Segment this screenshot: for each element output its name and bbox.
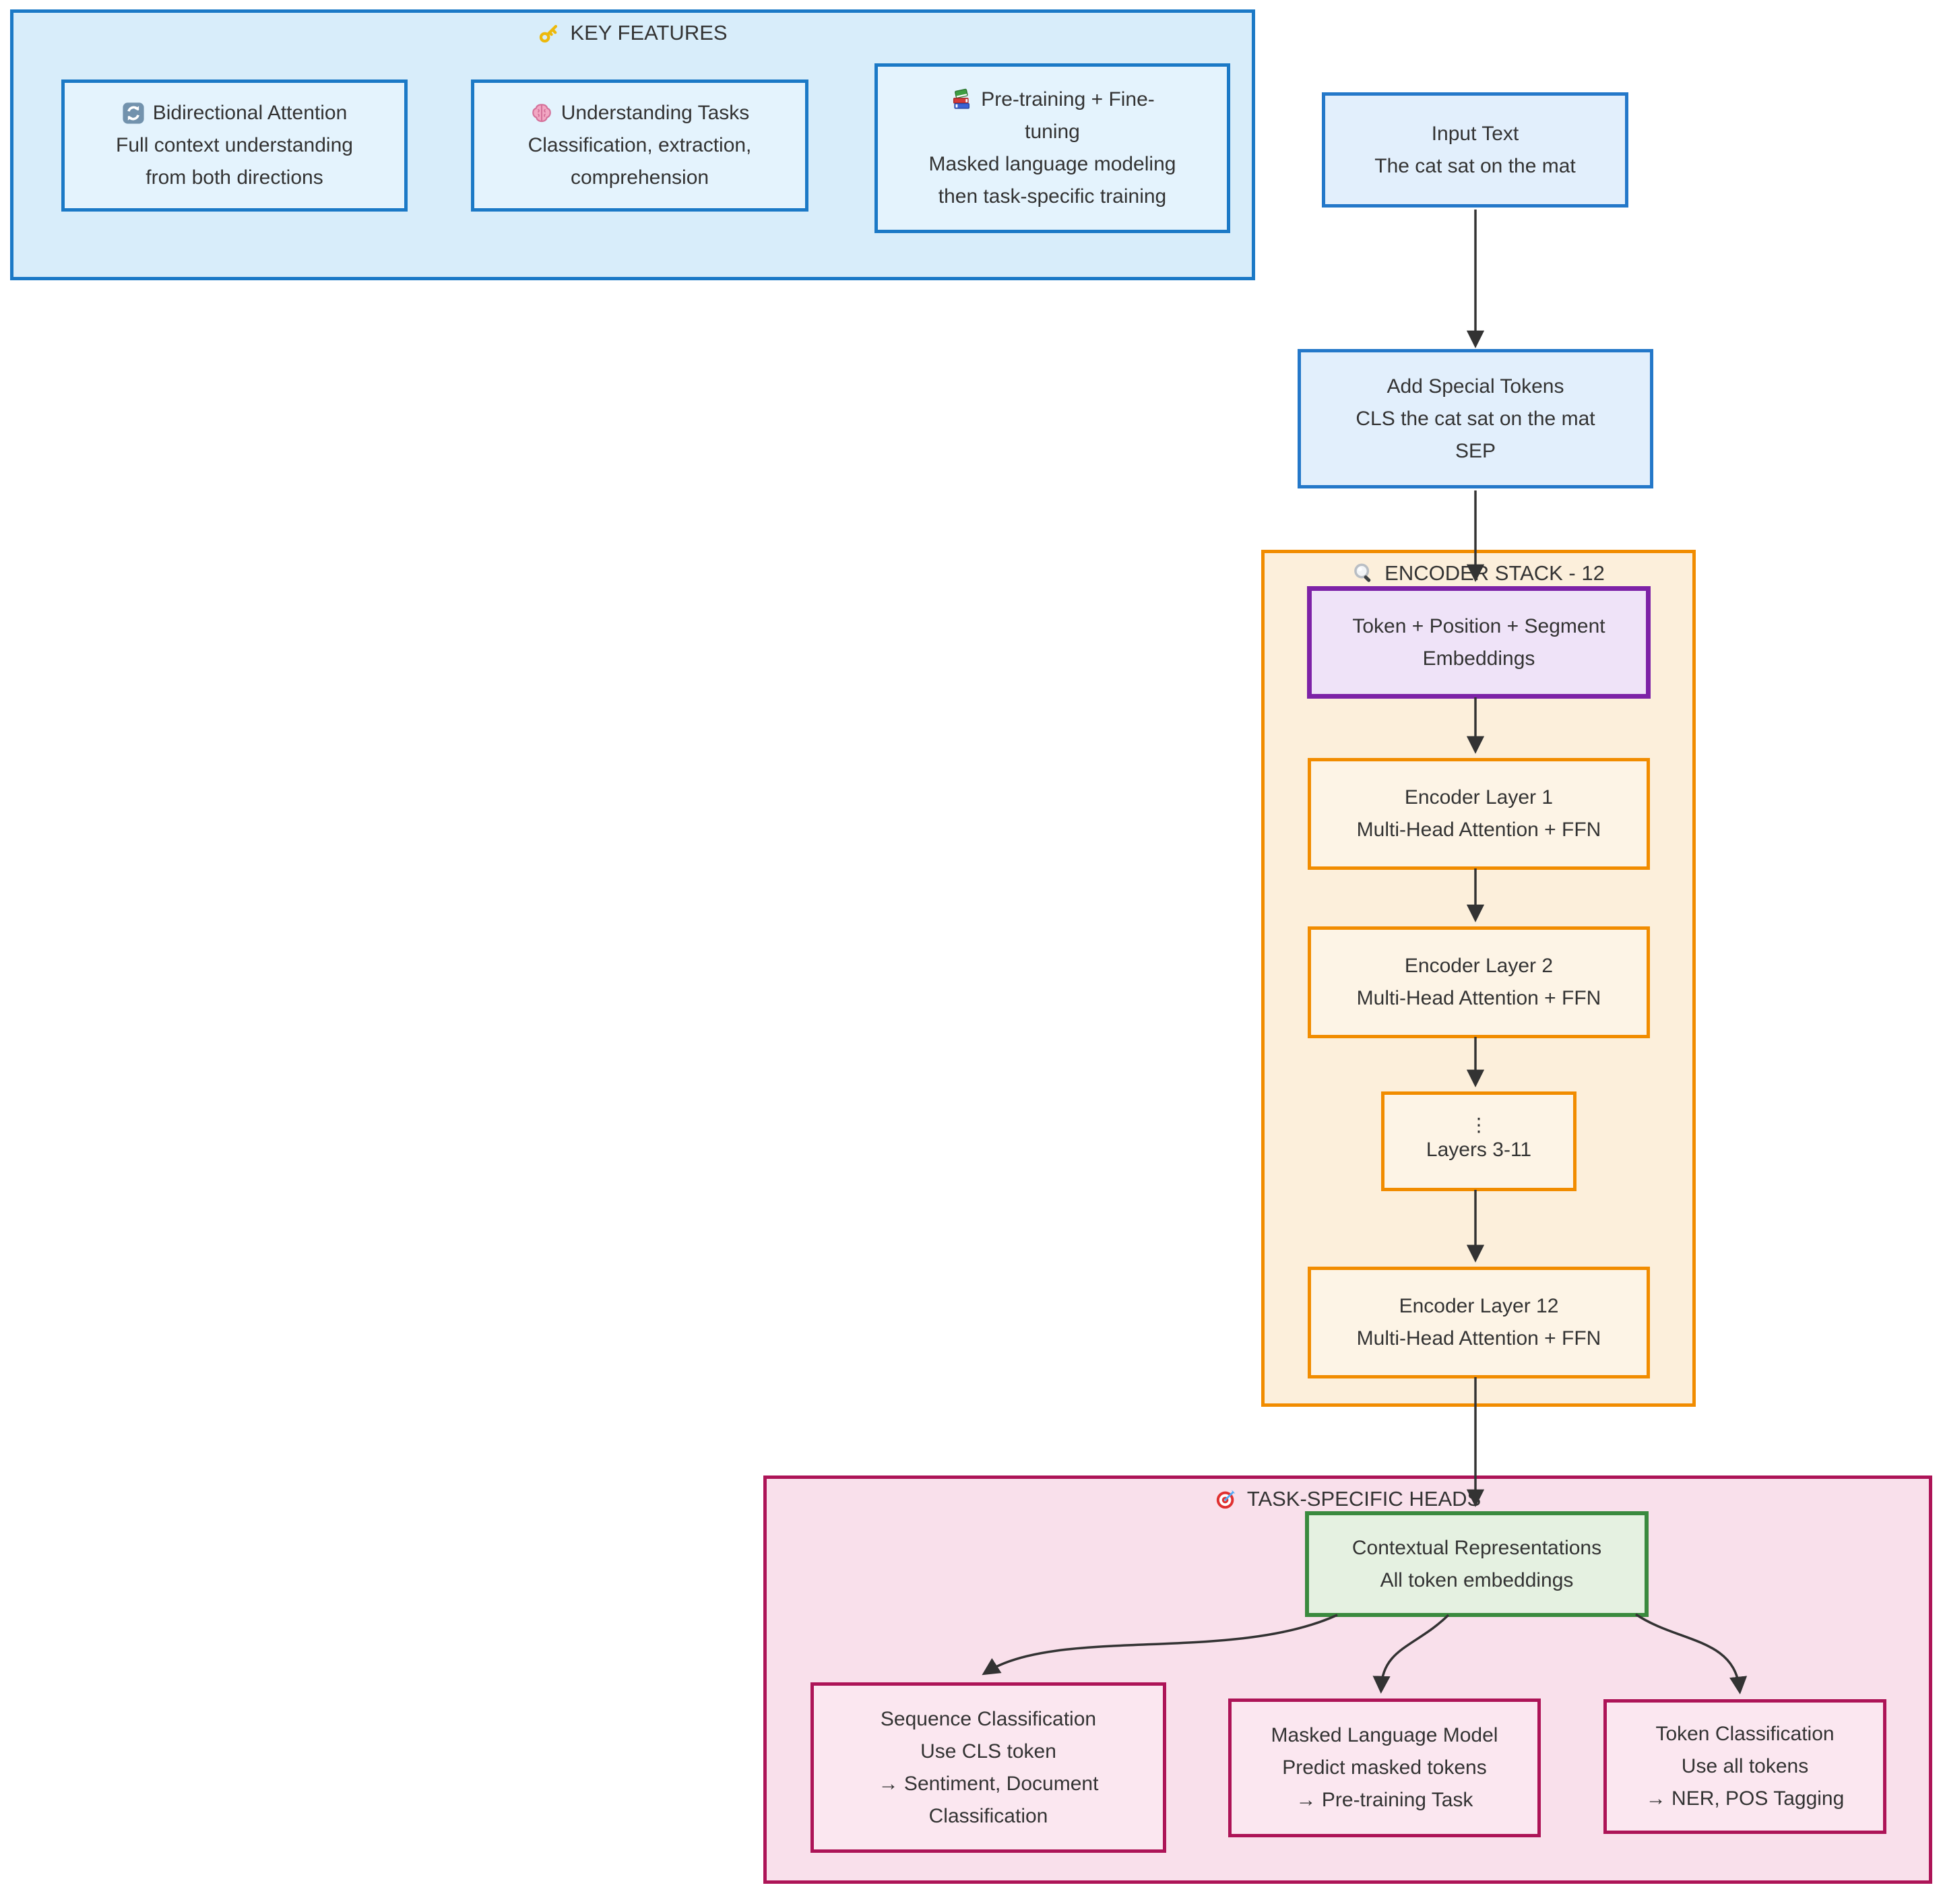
- token-classification-node: Token Classification Use all tokens → NE…: [1603, 1699, 1886, 1834]
- node-line: Input Text: [1431, 122, 1519, 145]
- encoder-layer-12-node: Encoder Layer 12 Multi-Head Attention + …: [1308, 1267, 1650, 1378]
- node-line: Layers 3-11: [1426, 1139, 1532, 1161]
- node-line: Use all tokens: [1681, 1755, 1809, 1777]
- input-text-node: Input Text The cat sat on the mat: [1322, 92, 1628, 208]
- node-line: Add Special Tokens: [1387, 375, 1564, 398]
- encoder-stack-group: ENCODER STACK - 12 Token + Position + Se…: [1261, 550, 1696, 1407]
- node-line: Multi-Head Attention + FFN: [1356, 987, 1601, 1009]
- encoder-stack-title: ENCODER STACK - 12: [1265, 559, 1692, 588]
- brain-icon: [530, 102, 553, 125]
- feature-card-line: Full context understanding: [116, 134, 353, 156]
- node-line: Sequence Classification: [880, 1707, 1097, 1730]
- node-line: SEP: [1455, 439, 1496, 462]
- ellipsis-glyph: ⋮: [1469, 1114, 1488, 1135]
- target-icon: [1215, 1488, 1238, 1511]
- magnifier-icon: [1352, 562, 1375, 585]
- node-line: The cat sat on the mat: [1374, 154, 1576, 177]
- feature-card-line: then task-specific training: [938, 185, 1167, 208]
- feature-card-line: Pre-training + Fine-: [981, 88, 1155, 110]
- feature-card-line: Understanding Tasks: [561, 102, 750, 124]
- node-line: All token embeddings: [1380, 1568, 1574, 1591]
- node-line: CLS the cat sat on the mat: [1356, 407, 1595, 430]
- feature-card-line: tuning: [1025, 121, 1080, 143]
- feature-card-line: Classification, extraction,: [528, 134, 752, 156]
- task-heads-group: TASK-SPECIFIC HEADS Contextual Represent…: [763, 1475, 1932, 1884]
- embeddings-node: Token + Position + Segment Embeddings: [1307, 586, 1651, 699]
- feature-card-line: Bidirectional Attention: [152, 102, 348, 124]
- task-heads-title-text: TASK-SPECIFIC HEADS: [1246, 1487, 1482, 1511]
- feature-card-understanding: Understanding Tasks Classification, extr…: [471, 80, 808, 212]
- node-line: Multi-Head Attention + FFN: [1356, 819, 1601, 841]
- node-line: → Pre-training Task: [1296, 1789, 1473, 1811]
- node-line: Classification: [928, 1804, 1048, 1827]
- layers-3-11-node: ⋮ Layers 3-11: [1381, 1091, 1576, 1191]
- task-heads-title: TASK-SPECIFIC HEADS: [767, 1484, 1929, 1514]
- books-icon: [950, 88, 973, 111]
- node-line: Contextual Representations: [1351, 1536, 1602, 1559]
- node-line: → Sentiment, Document: [878, 1772, 1099, 1795]
- node-line: Predict masked tokens: [1282, 1756, 1487, 1779]
- node-line: Masked Language Model: [1271, 1724, 1498, 1746]
- node-line: Token Classification: [1655, 1723, 1835, 1745]
- add-special-tokens-node: Add Special Tokens CLS the cat sat on th…: [1298, 349, 1653, 488]
- node-line: → NER, POS Tagging: [1645, 1787, 1845, 1810]
- encoder-layer-1-node: Encoder Layer 1 Multi-Head Attention + F…: [1308, 758, 1650, 870]
- encoder-layer-2-node: Encoder Layer 2 Multi-Head Attention + F…: [1308, 926, 1650, 1038]
- key-features-title: KEY FEATURES: [13, 18, 1252, 48]
- contextual-representations-node: Contextual Representations All token emb…: [1305, 1511, 1649, 1617]
- key-features-group: KEY FEATURES Bidirectional Attention Ful…: [10, 9, 1255, 280]
- sequence-classification-node: Sequence Classification Use CLS token → …: [810, 1682, 1166, 1853]
- node-line: Use CLS token: [920, 1740, 1056, 1763]
- node-line: Token + Position + Segment: [1352, 614, 1605, 637]
- node-line: Encoder Layer 1: [1404, 786, 1554, 808]
- encoder-stack-title-text: ENCODER STACK - 12: [1384, 561, 1605, 585]
- node-line: Embeddings: [1422, 647, 1535, 670]
- node-line: Encoder Layer 12: [1399, 1295, 1559, 1317]
- feature-card-pretraining: Pre-training + Fine- tuning Masked langu…: [874, 63, 1230, 233]
- feature-card-line: Masked language modeling: [928, 153, 1176, 175]
- node-line: Encoder Layer 2: [1404, 955, 1554, 977]
- feature-card-line: from both directions: [146, 166, 323, 189]
- node-line: Multi-Head Attention + FFN: [1356, 1327, 1601, 1350]
- masked-lm-node: Masked Language Model Predict masked tok…: [1228, 1699, 1541, 1837]
- refresh-icon: [122, 102, 145, 125]
- feature-card-line: comprehension: [570, 166, 709, 189]
- key-icon: [538, 22, 561, 44]
- feature-card-bidirectional: Bidirectional Attention Full context und…: [61, 80, 408, 212]
- key-features-title-text: KEY FEATURES: [570, 21, 728, 44]
